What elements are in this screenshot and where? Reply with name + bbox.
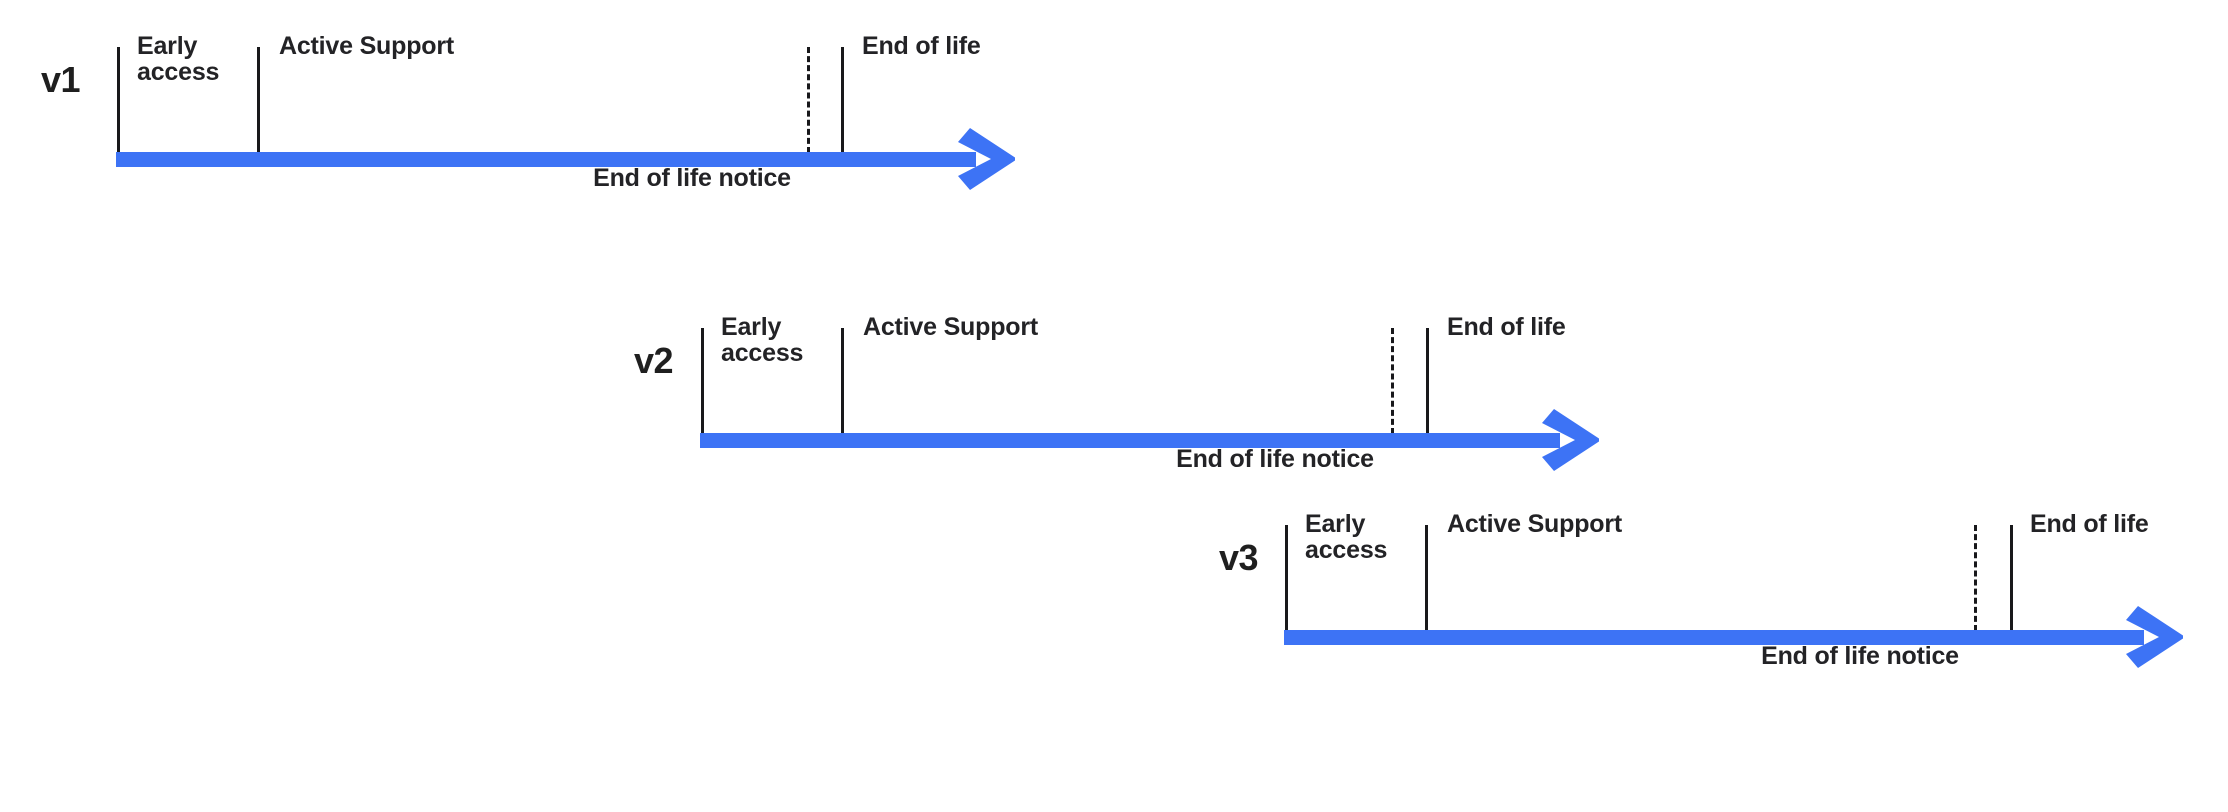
lifecycle-arrow-shaft-v1 (116, 152, 976, 167)
tick-end-of-life-start-v2 (1426, 328, 1429, 434)
notice-label-end-of-life-v3: End of life notice (1761, 642, 1959, 670)
tick-active-support-start-v3 (1425, 525, 1428, 631)
tick-active-support-start-v1 (257, 47, 260, 153)
phase-label-end-of-life-v3: End of life (2030, 510, 2149, 538)
notice-label-end-of-life-v2: End of life notice (1176, 445, 1374, 473)
tick-active-support-start-v2 (841, 328, 844, 434)
phase-label-early-access-v3: Early access (1305, 510, 1388, 564)
tick-early-access-start-v3 (1285, 525, 1288, 631)
phase-label-end-of-life-v1: End of life (862, 32, 981, 60)
lifecycle-arrow-head-v1 (958, 126, 1018, 197)
phase-label-early-access-v2: Early access (721, 313, 804, 367)
tick-end-of-life-start-v1 (841, 47, 844, 153)
phase-label-active-support-v3: Active Support (1447, 510, 1622, 538)
tick-early-access-start-v1 (117, 47, 120, 153)
tick-end-of-life-notice-v3 (1974, 525, 1977, 631)
lifecycle-arrow-head-v2 (1542, 407, 1602, 478)
version-label-v1: v1 (40, 59, 81, 100)
phase-label-end-of-life-v2: End of life (1447, 313, 1566, 341)
tick-end-of-life-notice-v1 (807, 47, 810, 153)
phase-label-early-access-v1: Early access (137, 32, 220, 86)
lifecycle-arrow-shaft-v2 (700, 433, 1560, 448)
version-label-v3: v3 (1218, 537, 1259, 578)
tick-end-of-life-notice-v2 (1391, 328, 1394, 434)
lifecycle-arrow-shaft-v3 (1284, 630, 2144, 645)
phase-label-active-support-v2: Active Support (863, 313, 1038, 341)
notice-label-end-of-life-v1: End of life notice (593, 164, 791, 192)
tick-early-access-start-v2 (701, 328, 704, 434)
tick-end-of-life-start-v3 (2010, 525, 2013, 631)
phase-label-active-support-v1: Active Support (279, 32, 454, 60)
version-label-v2: v2 (633, 340, 674, 381)
lifecycle-arrow-head-v3 (2126, 604, 2186, 675)
